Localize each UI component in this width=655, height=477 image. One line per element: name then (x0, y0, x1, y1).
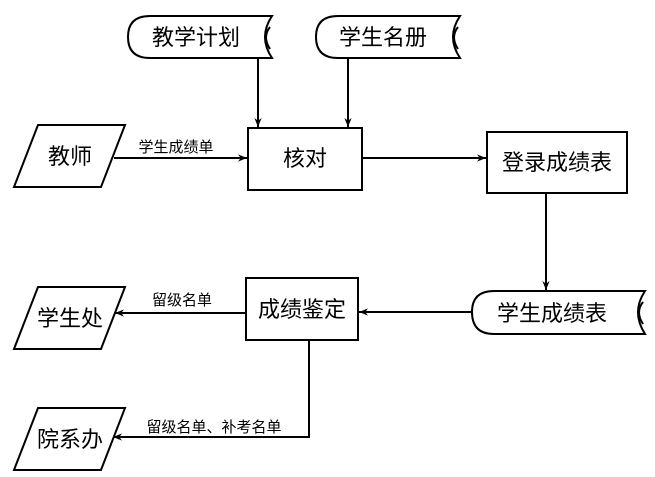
edge-line (113, 340, 310, 441)
data-store-curve (638, 301, 644, 325)
data-store-label: 教学计划 (152, 26, 240, 51)
edge-evaluate-to-dept-office: 留级名单、补考名单 (113, 340, 310, 441)
process-record-scores[interactable]: 登录成绩表 (486, 131, 628, 194)
data-store-shape (126, 15, 274, 59)
process-label: 登录成绩表 (502, 151, 612, 176)
entity-dept-office[interactable]: 院系办 (12, 407, 127, 471)
entity-shape (12, 124, 127, 188)
edge-teacher-to-verify: 学生成绩单 (114, 138, 247, 162)
entity-shape (12, 286, 127, 350)
edge-label: 学生成绩单 (138, 138, 213, 156)
data-store-shape (314, 15, 462, 59)
entity-label: 学生处 (37, 307, 103, 332)
data-store-curve (453, 26, 459, 50)
data-store-score-table[interactable]: 学生成绩表 (470, 290, 647, 335)
entity-student-office[interactable]: 学生处 (12, 286, 127, 350)
process-label: 核对 (283, 147, 327, 172)
process-label: 成绩鉴定 (258, 298, 346, 323)
entity-label: 教师 (48, 145, 92, 170)
entity-shape (12, 407, 127, 471)
data-store-label: 学生成绩表 (497, 302, 607, 327)
edge-label: 留级名单、补考名单 (146, 418, 281, 436)
process-shape (245, 277, 359, 341)
process-evaluate-scores[interactable]: 成绩鉴定 (245, 277, 359, 341)
entity-teacher[interactable]: 教师 (12, 124, 127, 188)
entity-label: 院系办 (37, 428, 103, 453)
data-store-student-roster[interactable]: 学生名册 (314, 15, 462, 59)
data-store-curve (265, 26, 271, 50)
edge-label: 留级名单 (152, 291, 212, 309)
data-store-shape (470, 290, 647, 335)
edge-evaluate-to-student-office: 留级名单 (115, 291, 246, 317)
data-store-teaching-plan[interactable]: 教学计划 (126, 15, 274, 59)
data-store-label: 学生名册 (339, 26, 427, 51)
process-shape (486, 131, 628, 194)
process-verify[interactable]: 核对 (247, 127, 363, 191)
